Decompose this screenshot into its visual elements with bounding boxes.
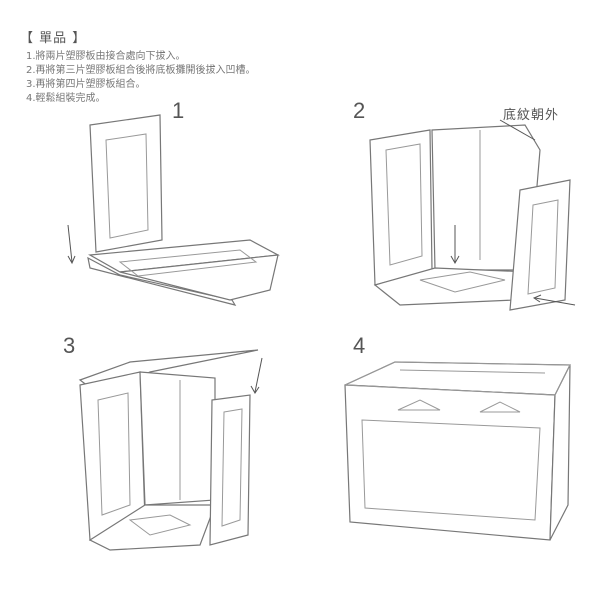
insert-arrow: [534, 297, 576, 306]
panel-window: [385, 143, 423, 266]
panel-window: [97, 392, 131, 516]
down-arrow: [67, 224, 73, 263]
base-recess: [419, 271, 506, 293]
base-edge: [87, 256, 237, 306]
base-recess: [128, 514, 192, 536]
figure-1-illustration: [67, 114, 280, 306]
front-window: [361, 419, 541, 521]
insert-arrow-head: [532, 294, 542, 303]
instruction-step: 1.將兩片塑膠板由接合處向下拔入。: [26, 51, 186, 62]
base-front: [119, 254, 279, 301]
base-panel: [88, 504, 216, 551]
instruction-list: 1.將兩片塑膠板由接合處向下拔入。 2.再將第三片塑膠板組合後將底板攤開後拔入凹…: [26, 50, 256, 106]
down-arrow-head: [250, 385, 260, 394]
note-leader-line: [499, 119, 536, 141]
figure-4-illustration: [344, 361, 571, 541]
section-heading: 【 單品 】: [20, 31, 87, 46]
figure-number-2: 2: [353, 98, 366, 123]
base-recess: [118, 249, 258, 277]
third-panel: [509, 179, 571, 311]
handle-notch: [397, 399, 441, 411]
figure-number-1: 1: [172, 98, 185, 123]
panel-window: [221, 408, 243, 527]
down-arrow: [254, 357, 263, 393]
instruction-step: 4.輕鬆組裝完成。: [26, 93, 106, 104]
panel-window: [527, 199, 559, 295]
instruction-step: 3.再將第四片塑膠板組合。: [26, 79, 146, 90]
panel-window: [105, 133, 149, 239]
down-arrow-head: [67, 255, 76, 265]
inner-rim: [399, 369, 546, 374]
box-rim: [344, 361, 571, 396]
box-front: [344, 384, 556, 541]
figure-note: 底紋朝外: [503, 108, 560, 123]
back-panel: [139, 371, 216, 506]
figure-number-4: 4: [353, 333, 366, 358]
down-arrow-head: [450, 255, 460, 265]
side-panel: [89, 114, 163, 253]
figure-number-3: 3: [63, 333, 76, 358]
figure-2-illustration: [369, 119, 576, 311]
fourth-panel: [209, 394, 251, 546]
handle-notch: [479, 401, 521, 413]
instruction-step: 2.再將第三片塑膠板組合後將底板攤開後拔入凹槽。: [26, 65, 256, 76]
figure-3-illustration: [78, 349, 263, 551]
